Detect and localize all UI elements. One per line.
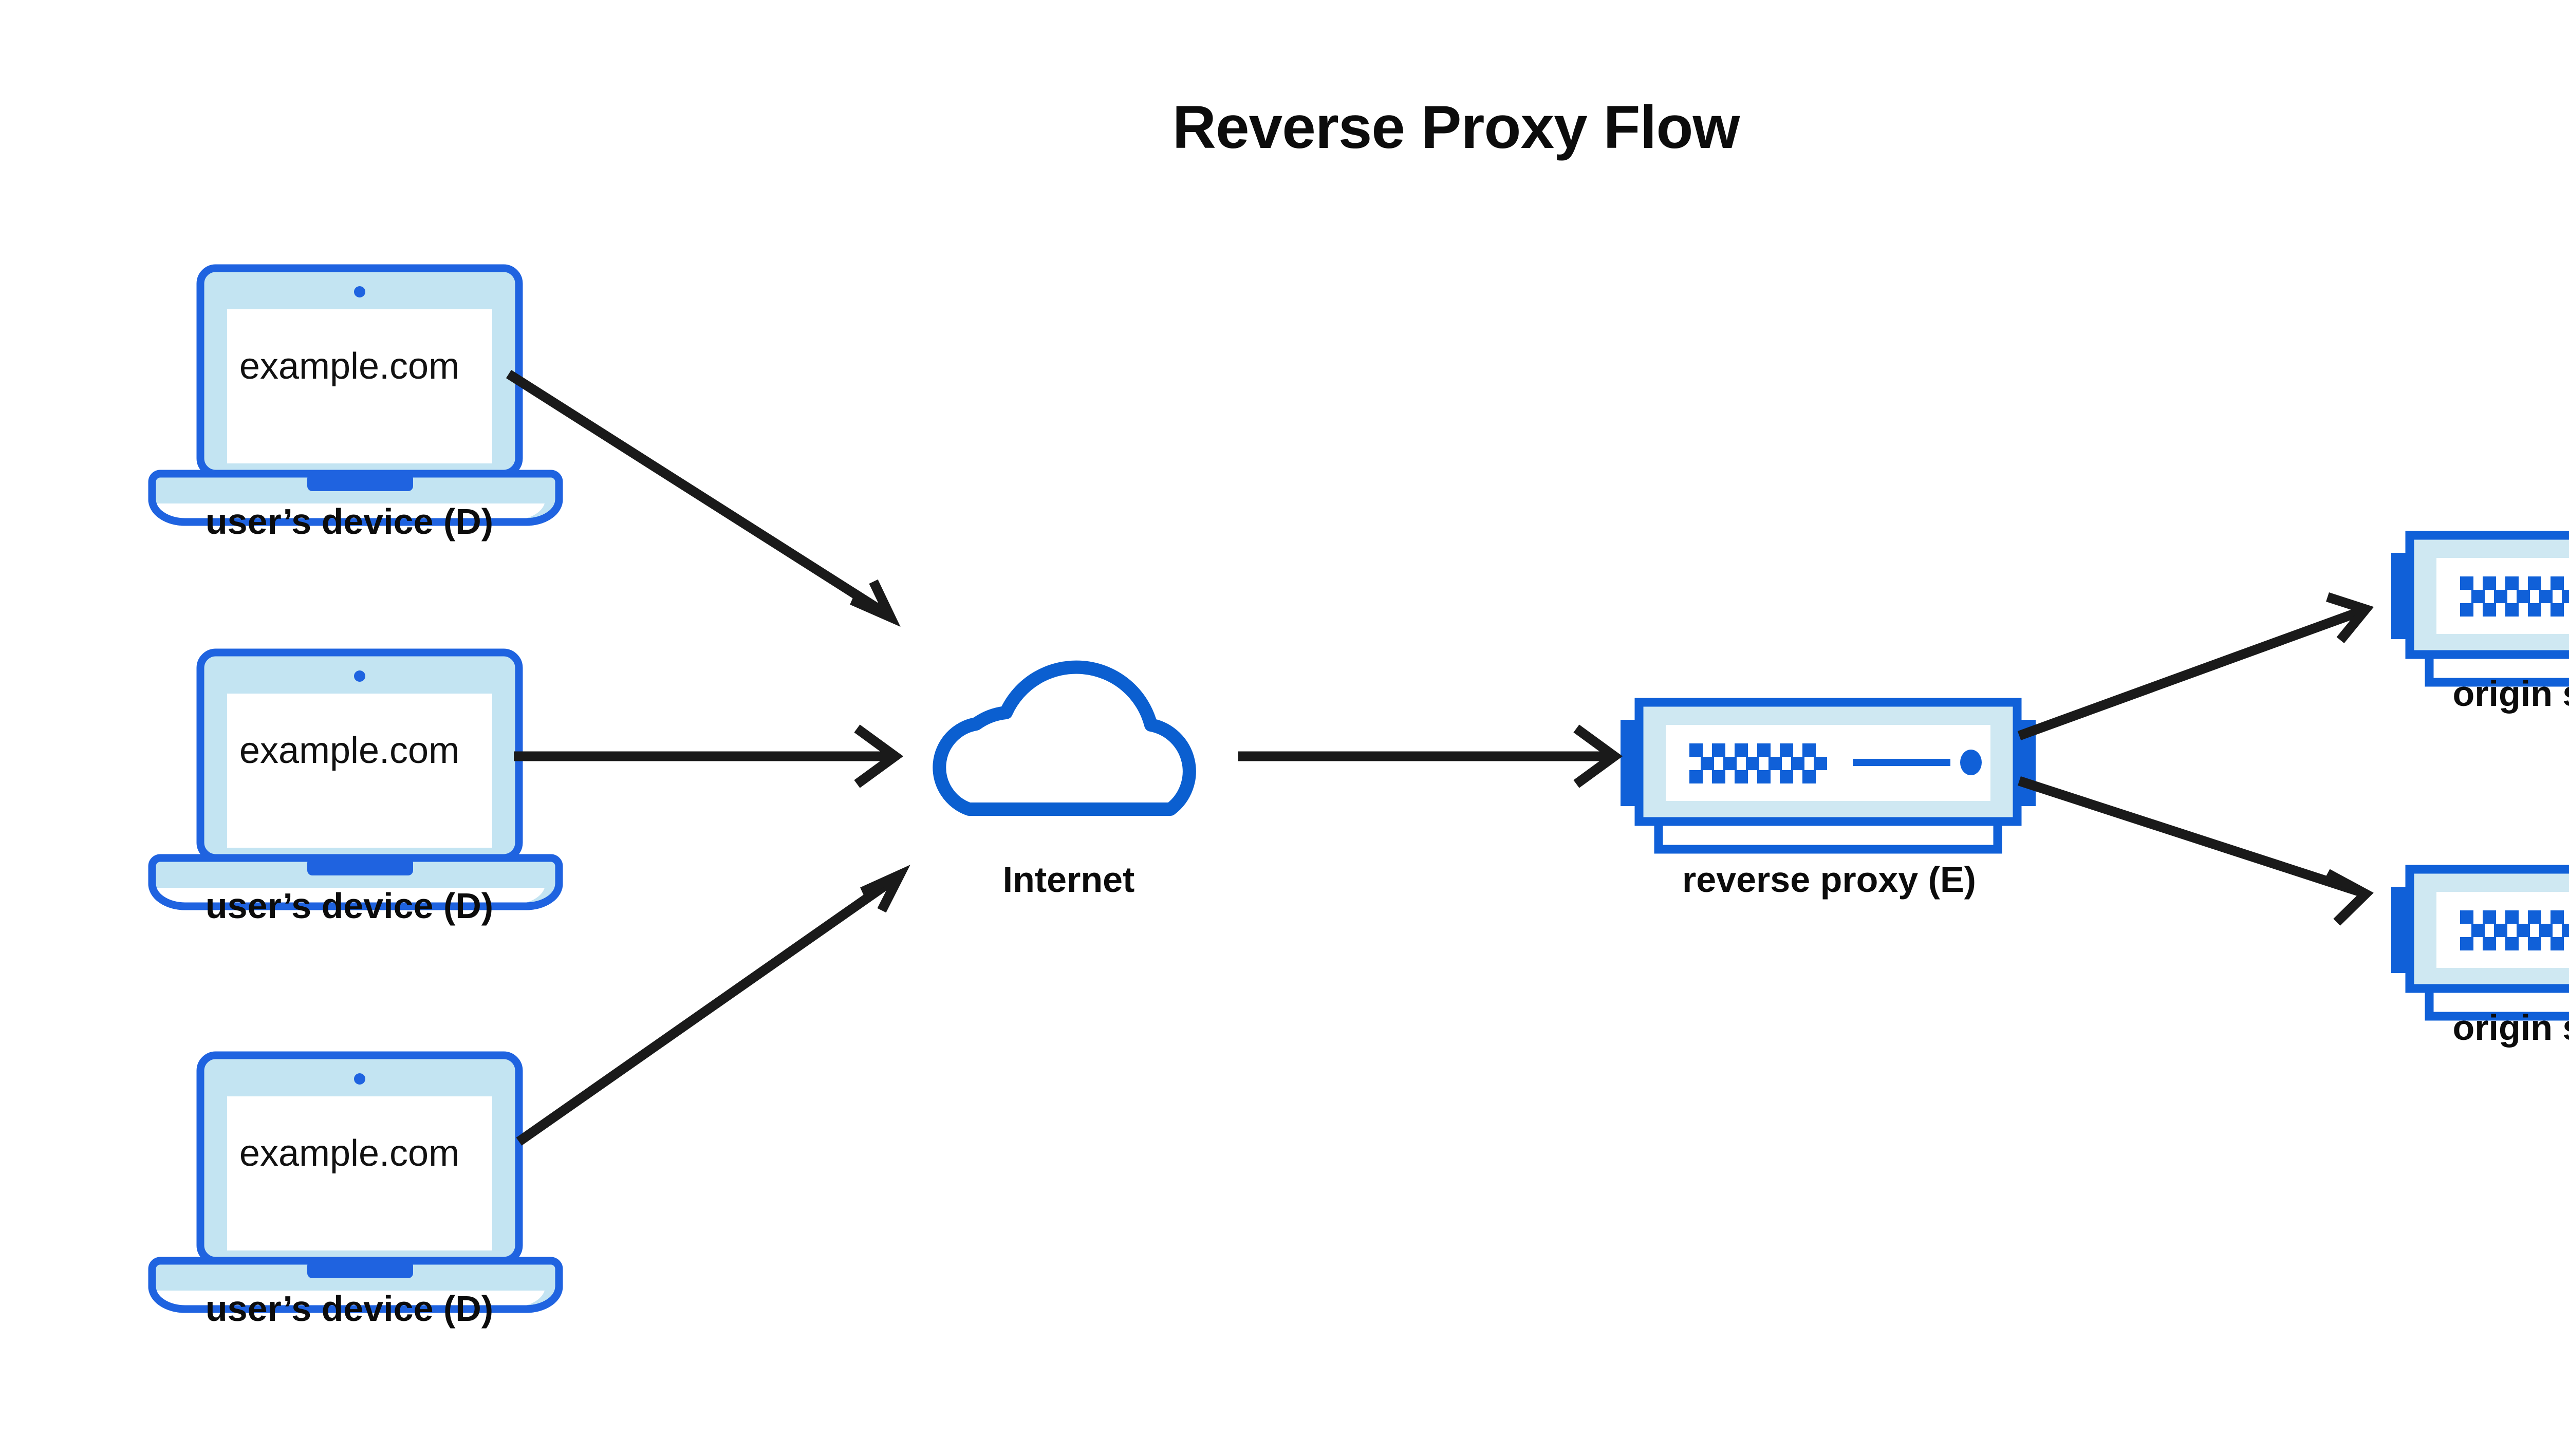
laptop-screen-text-device-2: example.com — [239, 730, 460, 771]
laptop-icon-device-2 — [152, 652, 559, 906]
edge-device2-internet — [514, 724, 904, 788]
node-label-device-1: user’s device (D) — [205, 501, 494, 542]
edge-device1-internet — [506, 369, 901, 627]
laptop-screen-text-device-1: example.com — [239, 346, 460, 387]
edge-proxy-origin2 — [2018, 776, 2374, 926]
server-icon-reverse-proxy — [1621, 702, 2036, 849]
edge-internet-proxy — [1238, 724, 1623, 788]
laptop-icon-device-1 — [152, 268, 559, 522]
page-title: Reverse Proxy Flow — [1172, 94, 1740, 161]
server-icon-origin-2 — [2391, 869, 2569, 1016]
node-label-internet: Internet — [1002, 860, 1135, 900]
node-label-device-2: user’s device (D) — [205, 886, 494, 926]
node-label-origin-2: origin server (F) — [2452, 1007, 2569, 1048]
server-icon-origin-1 — [2391, 535, 2569, 682]
node-label-reverse-proxy: reverse proxy (E) — [1682, 860, 1976, 900]
edge-proxy-origin1 — [2017, 592, 2374, 740]
edge-device3-internet — [516, 865, 910, 1146]
laptop-screen-text-device-3: example.com — [239, 1133, 460, 1174]
node-label-device-3: user’s device (D) — [205, 1289, 494, 1329]
cloud-icon-internet — [939, 667, 1189, 809]
node-label-origin-1: origin server (F) — [2452, 674, 2569, 714]
laptop-icon-device-3 — [152, 1055, 559, 1309]
